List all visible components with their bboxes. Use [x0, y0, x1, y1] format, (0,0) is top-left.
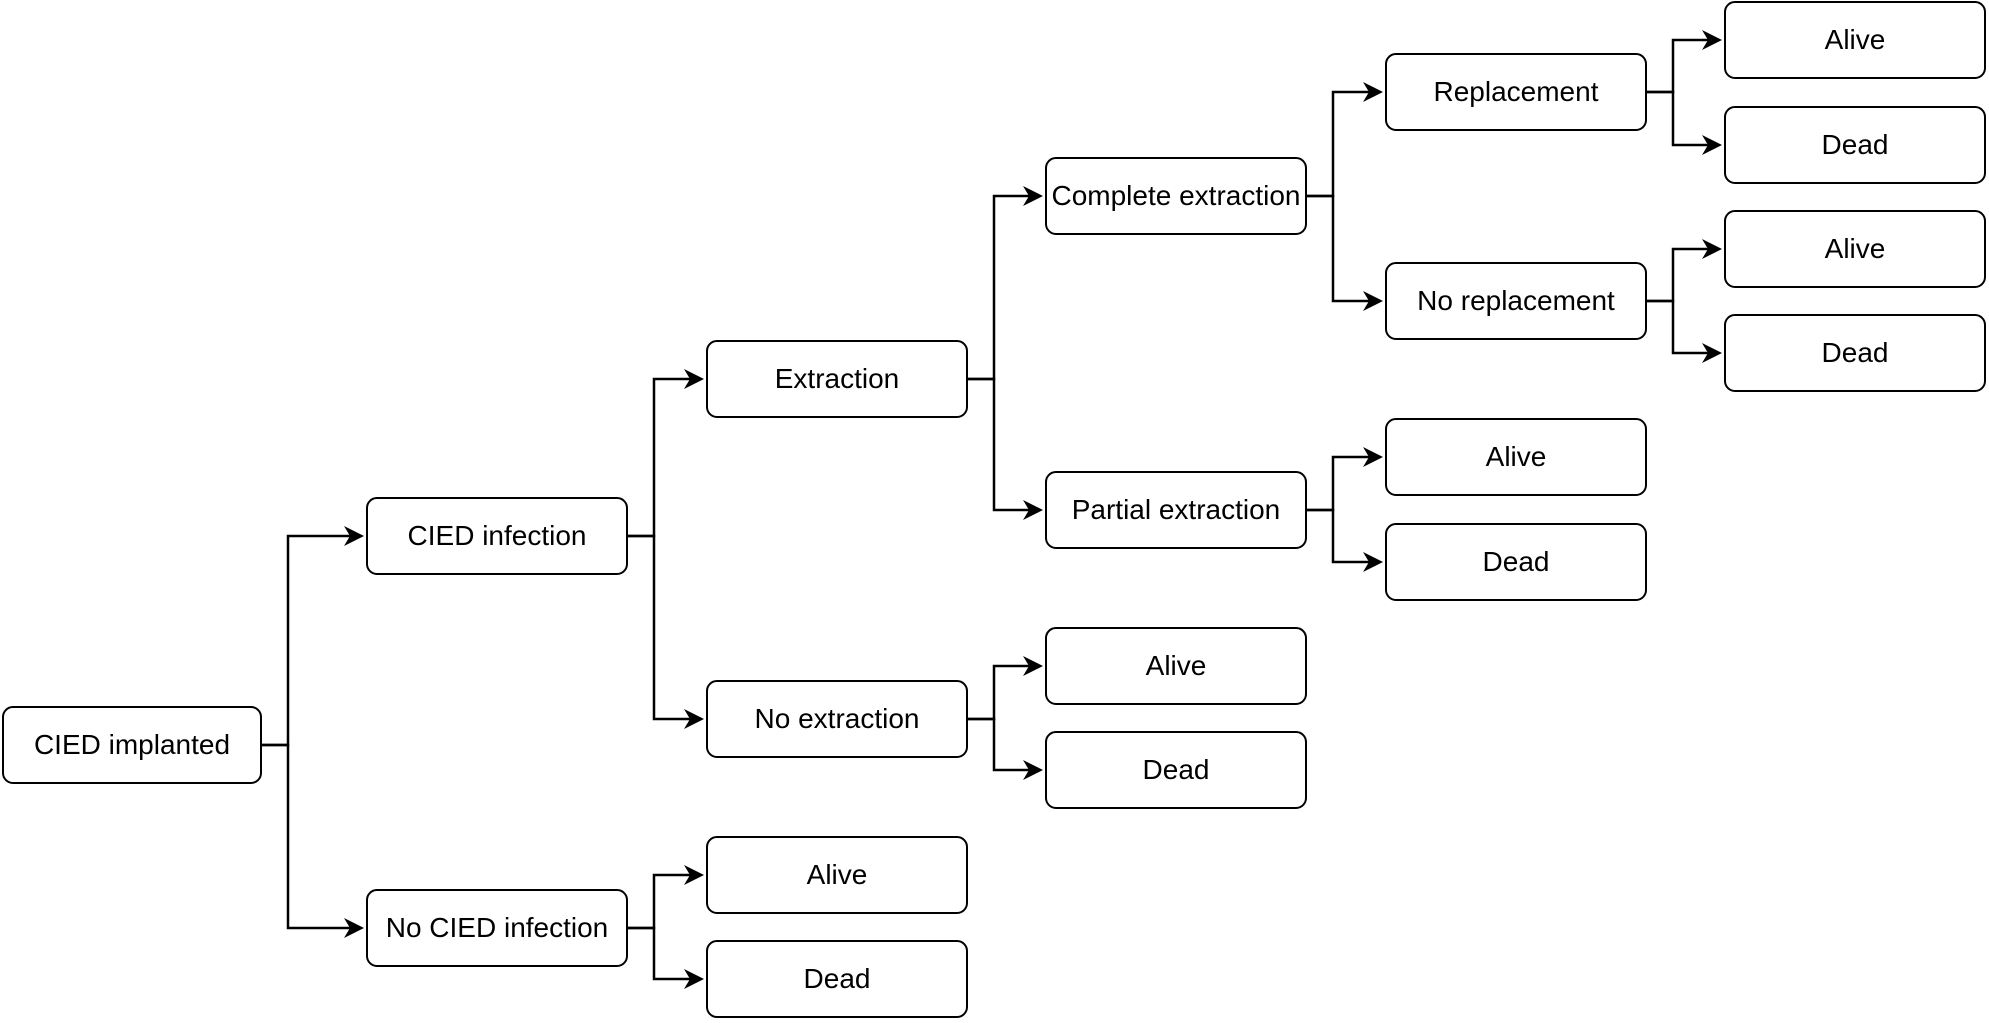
- connector-cied_infection-to-extraction: [628, 377, 690, 538]
- connector-no_cied_infection-to-no_infection_dead: [628, 926, 690, 981]
- connector-replacement-to-replacement_alive: [1647, 38, 1708, 94]
- node-complete-extraction: Complete extraction: [1045, 157, 1307, 235]
- arrowhead-no_replacement_alive: [1702, 239, 1722, 259]
- arrowhead-partial_extraction: [1023, 500, 1043, 520]
- node-no-infection-alive: Alive: [706, 836, 968, 914]
- connector-no_extraction-to-no_extraction_alive: [968, 664, 1029, 721]
- arrowhead-no_cied_infection: [344, 918, 364, 938]
- arrowhead-replacement: [1363, 82, 1383, 102]
- connector-complete_extraction-to-no_replacement: [1307, 194, 1369, 303]
- arrowhead-cied_infection: [344, 526, 364, 546]
- arrowhead-no_extraction_alive: [1023, 656, 1043, 676]
- connector-partial_extraction-to-partial_dead: [1307, 508, 1369, 564]
- node-no-replacement-dead: Dead: [1724, 314, 1986, 392]
- connector-no_replacement-to-no_replacement_alive: [1647, 247, 1708, 303]
- connector-cied_implanted-to-cied_infection: [262, 534, 350, 747]
- node-cied-infection: CIED infection: [366, 497, 628, 575]
- node-no-extraction-dead: Dead: [1045, 731, 1307, 809]
- arrowhead-replacement_dead: [1702, 135, 1722, 155]
- node-no-replacement-alive: Alive: [1724, 210, 1986, 288]
- node-partial-extraction: Partial extraction: [1045, 471, 1307, 549]
- connector-complete_extraction-to-replacement: [1307, 90, 1369, 198]
- connector-extraction-to-complete_extraction: [968, 194, 1029, 381]
- arrowhead-no_infection_dead: [684, 969, 704, 989]
- node-cied-implanted: CIED implanted: [2, 706, 262, 784]
- node-no-cied-infection: No CIED infection: [366, 889, 628, 967]
- node-no-infection-dead: Dead: [706, 940, 968, 1018]
- arrowhead-no_replacement: [1363, 291, 1383, 311]
- node-extraction: Extraction: [706, 340, 968, 418]
- node-replacement-alive: Alive: [1724, 1, 1986, 79]
- arrowhead-no_infection_alive: [684, 865, 704, 885]
- node-no-extraction-alive: Alive: [1045, 627, 1307, 705]
- connector-no_cied_infection-to-no_infection_alive: [628, 873, 690, 930]
- connector-partial_extraction-to-partial_alive: [1307, 455, 1369, 512]
- node-partial-extraction-alive: Alive: [1385, 418, 1647, 496]
- connector-no_replacement-to-no_replacement_dead: [1647, 299, 1708, 355]
- node-replacement-dead: Dead: [1724, 106, 1986, 184]
- arrowhead-no_extraction: [684, 709, 704, 729]
- arrowhead-complete_extraction: [1023, 186, 1043, 206]
- connector-cied_implanted-to-no_cied_infection: [262, 743, 350, 930]
- connector-cied_infection-to-no_extraction: [628, 534, 690, 721]
- arrowhead-extraction: [684, 369, 704, 389]
- arrowhead-partial_alive: [1363, 447, 1383, 467]
- arrowhead-partial_dead: [1363, 552, 1383, 572]
- connector-extraction-to-partial_extraction: [968, 377, 1029, 512]
- node-no-extraction: No extraction: [706, 680, 968, 758]
- arrowhead-no_replacement_dead: [1702, 343, 1722, 363]
- node-replacement: Replacement: [1385, 53, 1647, 131]
- node-no-replacement: No replacement: [1385, 262, 1647, 340]
- node-partial-extraction-dead: Dead: [1385, 523, 1647, 601]
- connector-no_extraction-to-no_extraction_dead: [968, 717, 1029, 772]
- connector-replacement-to-replacement_dead: [1647, 90, 1708, 147]
- arrowhead-no_extraction_dead: [1023, 760, 1043, 780]
- arrowhead-replacement_alive: [1702, 30, 1722, 50]
